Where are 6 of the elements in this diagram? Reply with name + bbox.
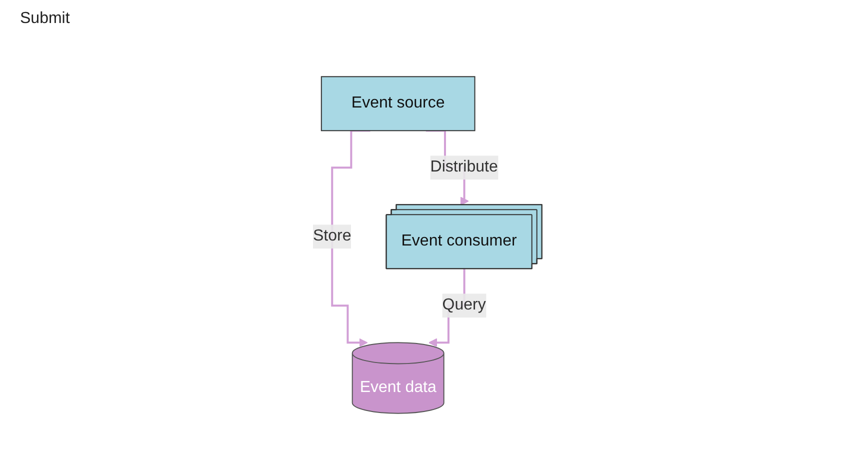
- note-text: Submit: [20, 10, 70, 28]
- edge-label: Distribute: [430, 158, 498, 176]
- arrow: [330, 130, 370, 348]
- node-box: Event source: [320, 76, 475, 132]
- edge-label: Store: [312, 228, 351, 245]
- edge-label: Query: [442, 296, 486, 314]
